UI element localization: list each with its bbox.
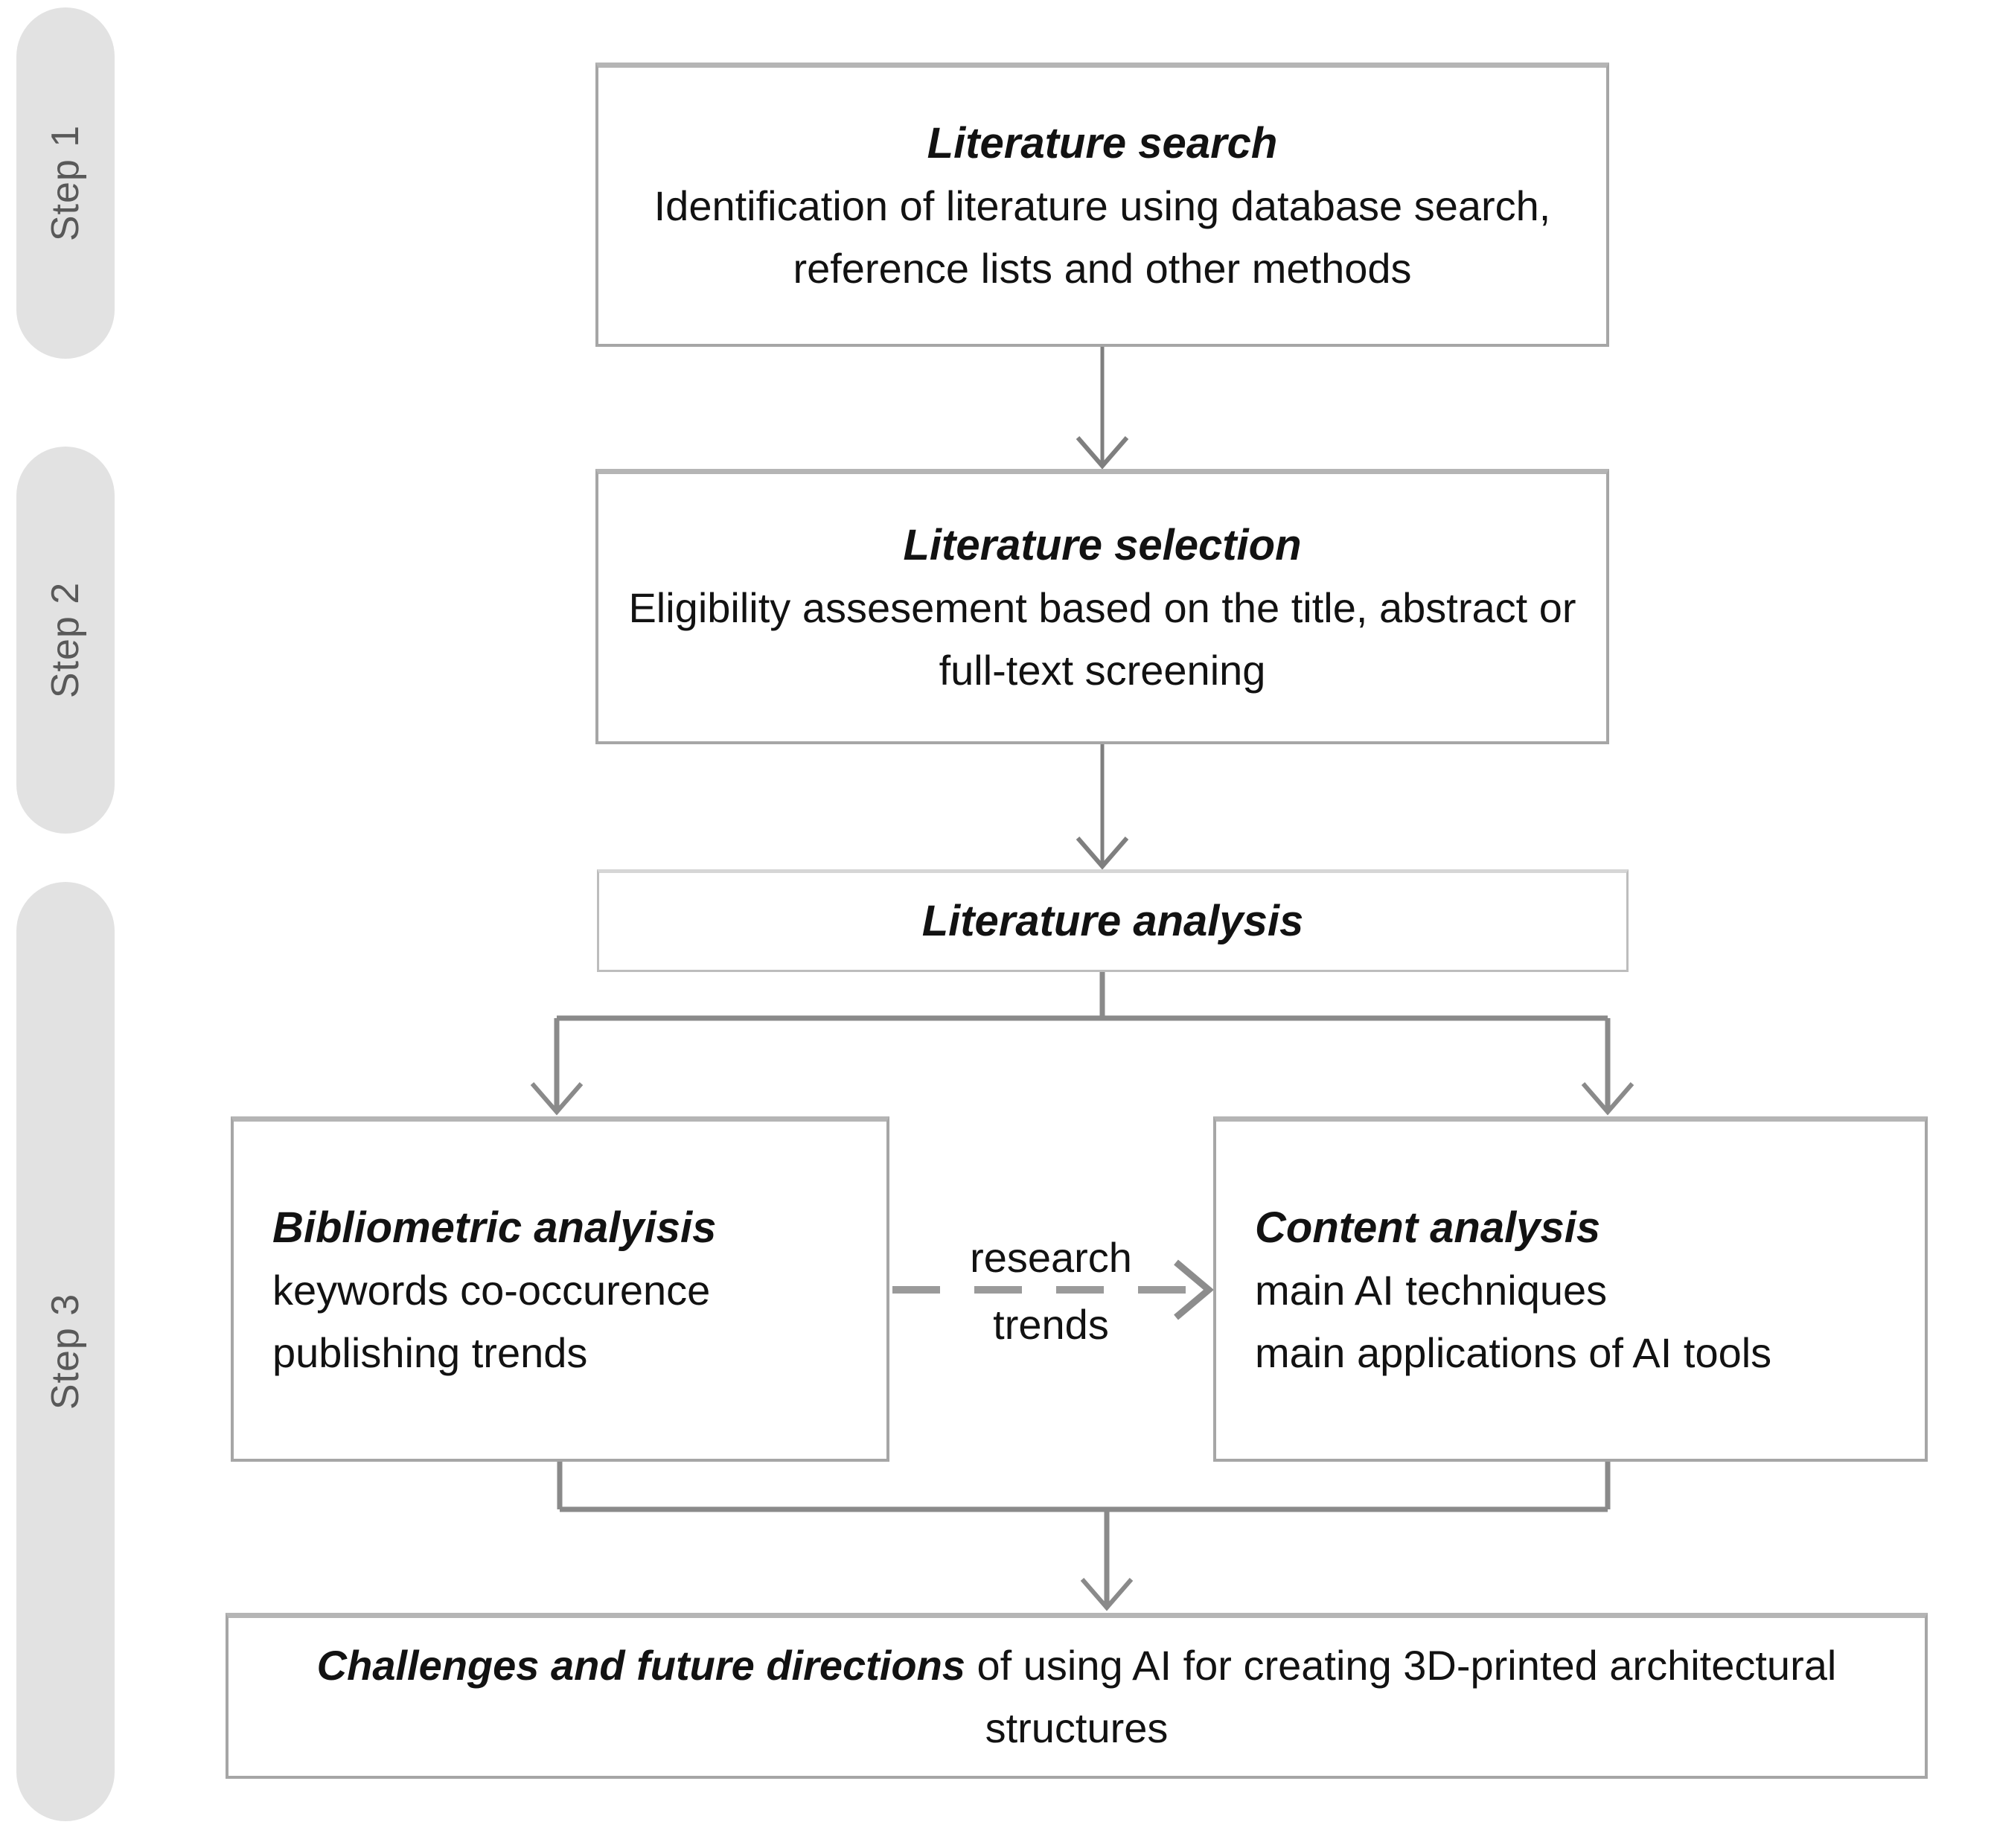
content-analysis-line2: main applications of AI tools <box>1255 1329 1772 1376</box>
literature-search-body: Identification of literature using datab… <box>653 182 1551 292</box>
bibliometric-analysis-box: Bibliometric analyisis keywords co-occur… <box>231 1116 889 1462</box>
challenges-title-bold: Challenges and future directions <box>316 1642 965 1689</box>
bibliometric-analysis-title: Bibliometric analyisis <box>272 1203 717 1252</box>
literature-selection-body: Eligibility assesement based on the titl… <box>628 584 1576 694</box>
dashed-arrow-research-trends <box>892 1259 1214 1320</box>
literature-search-title: Literature search <box>927 118 1278 167</box>
challenges-rest: of using AI for creating 3D-printed arch… <box>965 1642 1837 1751</box>
arrowhead-down-icon <box>1581 1082 1634 1116</box>
content-analysis-line1: main AI techniques <box>1255 1266 1608 1314</box>
step-pill-1: Step 1 <box>16 7 115 359</box>
split-connector <box>530 972 1634 1116</box>
arrowhead-down-icon <box>1076 837 1129 870</box>
arrowhead-right-icon <box>1174 1259 1214 1320</box>
challenges-text: Challenges and future directions of usin… <box>303 1634 1851 1759</box>
literature-selection-title: Literature selection <box>903 520 1302 569</box>
literature-selection-box: Literature selection Eligibility assesem… <box>595 469 1609 744</box>
arrow-search-to-selection <box>1076 347 1129 470</box>
arrowhead-down-icon <box>1080 1578 1134 1611</box>
merge-connector <box>557 1462 1611 1611</box>
step-pill-2-label: Step 2 <box>44 581 87 699</box>
bibliometric-analysis-line1: keywords co-occurence <box>272 1266 711 1314</box>
research-trends-label-line1: research <box>970 1234 1132 1281</box>
step-pill-3: Step 3 <box>16 882 115 1821</box>
literature-search-box: Literature search Identification of lite… <box>595 63 1609 347</box>
step-pill-2: Step 2 <box>16 447 115 834</box>
arrowhead-down-icon <box>1076 436 1129 470</box>
bibliometric-analysis-line2: publishing trends <box>272 1329 588 1376</box>
step-pill-1-label: Step 1 <box>44 124 87 242</box>
literature-analysis-box: Literature analysis <box>597 869 1629 972</box>
step-pill-3-label: Step 3 <box>44 1293 87 1410</box>
arrow-selection-to-analysis <box>1076 744 1129 870</box>
literature-analysis-title: Literature analysis <box>921 897 1304 945</box>
research-trends-label-line2: trends <box>993 1301 1109 1348</box>
content-analysis-title: Content analysis <box>1255 1203 1601 1252</box>
challenges-box: Challenges and future directions of usin… <box>226 1613 1928 1779</box>
content-analysis-box: Content analysis main AI techniques main… <box>1213 1116 1928 1462</box>
arrowhead-down-icon <box>530 1082 584 1116</box>
